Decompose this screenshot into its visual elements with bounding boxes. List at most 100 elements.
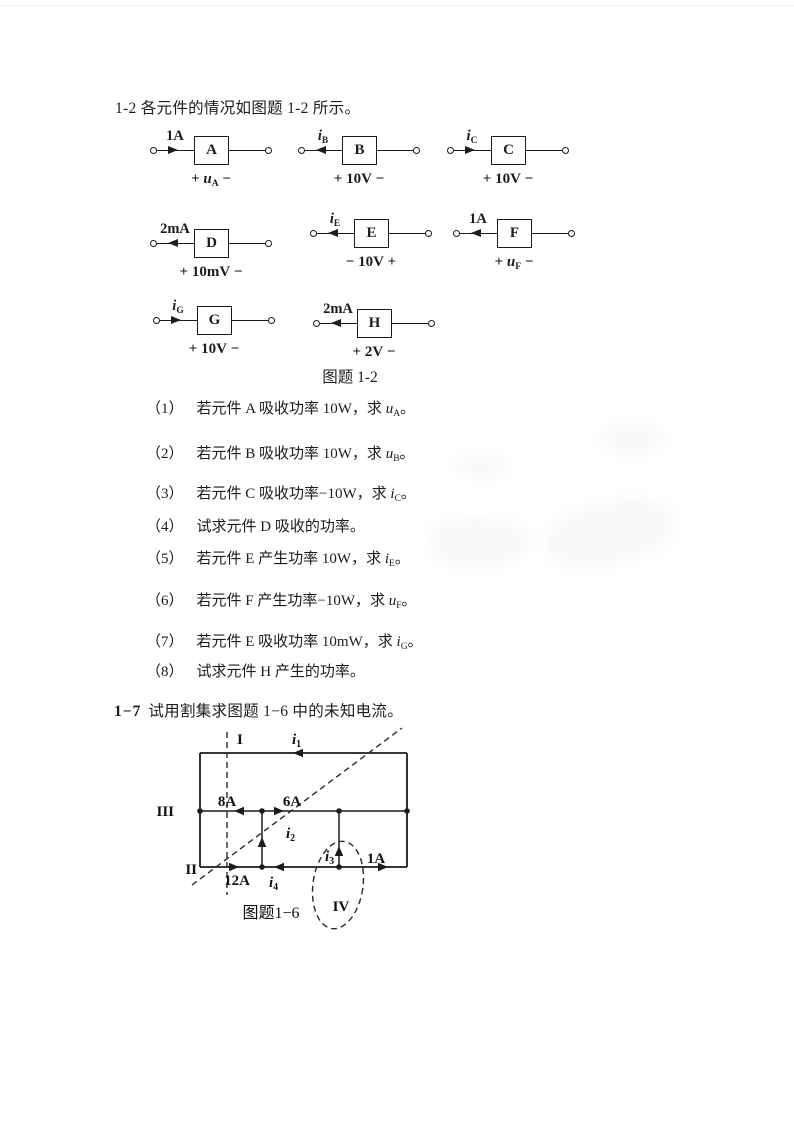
element-a: 1A A + uA −: [150, 128, 272, 194]
voltage-label: − 10V +: [345, 254, 397, 270]
problem-number: 1−7: [114, 703, 142, 720]
node-dots: [197, 808, 410, 870]
element-e: iE E − 10V +: [310, 211, 432, 277]
question-item-7: （7）若元件 E 吸收功率 10mW，求 iG。: [146, 630, 423, 652]
current-arrow-icon: [168, 146, 178, 154]
heading-problem-1-2: 1-2 各元件的情况如图题 1-2 所示。: [115, 100, 361, 117]
question-item-8: （8）试求元件 H 产生的功率。: [146, 660, 365, 681]
voltage-label: + 10mV −: [179, 264, 243, 280]
current-arrow-icon-i4-left: [274, 862, 284, 872]
terminal-node: [313, 320, 320, 327]
element-box: H: [357, 309, 392, 338]
current-arrow-icon: [168, 239, 178, 247]
current-label-1a: 1A: [367, 851, 386, 867]
cut-label-i: I: [237, 732, 243, 748]
question-text: 若元件 E 产生功率 10W，求 iE。: [196, 551, 410, 569]
current-label: iB: [317, 128, 329, 146]
terminal-node: [568, 230, 575, 237]
current-arrow-icon: [316, 146, 326, 154]
question-item-2: （2） 若元件 B 吸收功率 10W，求 uB。: [146, 442, 415, 464]
question-number: （1）: [146, 401, 184, 417]
element-box: B: [342, 136, 377, 165]
current-label-i1: i1: [292, 732, 301, 750]
current-arrow-icon-12a-right: [229, 862, 239, 872]
voltage-label: + uF −: [494, 254, 534, 272]
question-text: 若元件 F 产生功率−10W，求 uF。: [196, 593, 417, 611]
current-label: 1A: [469, 211, 487, 227]
cut-ellipse-iv: [311, 840, 365, 930]
fig-1-6: I i1 III 8A 6A i2 i3 II 12A i4 1A IV 图题1…: [140, 718, 440, 946]
terminal-node: [268, 317, 275, 324]
terminal-node: [562, 147, 569, 154]
element-g: iG G + 10V −: [153, 298, 275, 364]
element-box: A: [194, 136, 229, 165]
node-dot: [336, 864, 342, 870]
element-box: E: [354, 219, 389, 248]
question-number: （4）: [146, 519, 184, 535]
question-text: 若元件 C 吸收功率−10W，求 iC。: [196, 486, 416, 504]
current-arrow-icon-1a-right: [378, 862, 388, 872]
terminal-node: [265, 147, 272, 154]
current-label: 2mA: [160, 221, 190, 237]
scan-smudge: [539, 489, 681, 577]
voltage-label: + 10V −: [333, 171, 385, 187]
heading-problem-1-7: 1−7 试用割集求图题 1−6 中的未知电流。: [114, 699, 403, 721]
terminal-node: [265, 240, 272, 247]
current-label: iG: [172, 298, 184, 316]
current-arrow-icon: [471, 229, 481, 237]
current-arrows: [229, 748, 388, 872]
question-item-3: （3） 若元件 C 吸收功率−10W，求 iC。: [146, 482, 416, 504]
cut-label-iv: IV: [333, 899, 350, 915]
voltage-label: + uA −: [191, 171, 231, 189]
fig-1-2-caption: 图题 1-2: [322, 369, 378, 386]
current-label-12a: 12A: [224, 873, 250, 889]
scan-smudge: [455, 455, 507, 477]
element-b: iB B + 10V −: [298, 128, 420, 194]
circuit-outer-rect: [199, 752, 408, 868]
terminal-node: [453, 230, 460, 237]
terminal-node: [153, 317, 160, 324]
current-arrow-icon-i3-up: [334, 846, 344, 856]
current-label-6a: 6A: [283, 794, 302, 810]
question-number: （2）: [146, 446, 184, 462]
current-arrow-icon-8a-left: [234, 806, 244, 816]
cut-lines: [191, 727, 403, 930]
cut-label-iii: III: [156, 804, 174, 820]
element-h: 2mA H + 2V −: [313, 301, 435, 367]
scan-artifact-line: [0, 5, 794, 6]
terminal-node: [413, 147, 420, 154]
question-text: 试求元件 D 吸收的功率。: [196, 519, 365, 535]
scan-smudge: [428, 517, 528, 567]
current-label-i2: i2: [286, 826, 295, 844]
question-text: 若元件 B 吸收功率 10W，求 uB。: [196, 446, 415, 464]
terminal-node: [310, 230, 317, 237]
element-c: iC C + 10V −: [447, 128, 569, 194]
question-item-6: （6）若元件 F 产生功率−10W，求 uF。: [146, 589, 417, 611]
terminal-node: [428, 320, 435, 327]
current-label-8a: 8A: [218, 794, 237, 810]
current-arrow-icon-i1-left: [293, 748, 303, 758]
current-arrow-icon: [328, 229, 338, 237]
question-number: （3）: [146, 486, 184, 502]
node-dot: [259, 864, 265, 870]
current-label: 2mA: [323, 301, 353, 317]
question-text: 试求元件 H 产生的功率。: [196, 664, 365, 680]
element-box: C: [491, 136, 526, 165]
current-label-i4: i4: [269, 875, 278, 893]
current-label: iC: [466, 128, 478, 146]
terminal-node: [425, 230, 432, 237]
question-item-5: （5） 若元件 E 产生功率 10W，求 iE。: [146, 547, 410, 569]
element-box: D: [194, 229, 229, 258]
voltage-label: + 10V −: [482, 171, 534, 187]
problem-text: 试用割集求图题 1−6 中的未知电流。: [148, 703, 404, 720]
cut-label-ii: II: [185, 862, 197, 878]
current-arrow-icon-6a-right: [274, 806, 284, 816]
question-number: （5）: [146, 551, 184, 567]
current-label-i3: i3: [325, 849, 334, 867]
node-dot: [404, 808, 410, 814]
terminal-node: [447, 147, 454, 154]
question-item-4: （4） 试求元件 D 吸收的功率。: [146, 515, 365, 536]
question-number: （7）: [146, 634, 184, 650]
voltage-label: + 10V −: [188, 341, 240, 357]
element-f: 1A F + uF −: [453, 211, 575, 277]
